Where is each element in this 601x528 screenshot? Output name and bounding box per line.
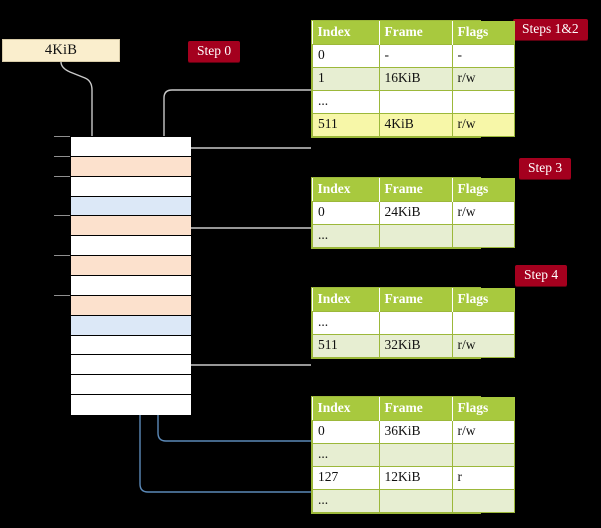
table-header-index: Index [312,178,380,202]
table-cell-index: 0 [312,420,380,445]
table-header-flags: Flags [452,178,515,202]
memory-frame-row [71,216,191,237]
table-row: ... [312,224,515,248]
table-cell-flags: r/w [451,420,515,445]
table-cell-flags [451,488,515,513]
memory-frame-row [71,375,191,396]
memory-row-tick [54,215,70,217]
table-cell-frame [378,443,453,467]
memory-frame-row [71,156,191,177]
memory-row-tick [54,255,70,257]
table-cell-frame: 32KiB [378,334,453,358]
memory-frame-row [71,256,191,276]
table-cell-index: ... [312,311,380,336]
memory-frame-row [71,315,191,336]
wire-step3 [177,227,311,266]
table-cell-frame: 4KiB [378,112,453,137]
memory-frame-row [71,276,191,296]
memory-row-tick [54,155,70,157]
table-cell-frame [378,89,453,114]
badge-step-3: Step 3 [519,158,572,179]
table-header-flags: Flags [452,21,515,45]
memory-column [70,136,191,415]
memory-row-tick [54,136,70,137]
wire-steps12-b [173,147,311,189]
table-row: ... [312,89,515,114]
table-cell-index: 0 [312,201,380,226]
badge-step-0: Step 0 [188,41,241,62]
table-header-flags: Flags [452,397,515,421]
table-header-frame: Frame [379,178,453,202]
memory-row-tick [54,294,70,296]
table-header-index: Index [312,288,380,312]
table-row: 0-- [312,44,515,69]
table-cell-flags: r [451,465,515,490]
table-row: ... [312,311,515,336]
table-cell-flags: r/w [451,112,515,137]
memory-frame-row [71,196,191,217]
table-cell-frame: 16KiB [378,67,453,91]
badge-steps-1-2: Steps 1&2 [513,19,588,40]
table-cell-frame: 12KiB [378,465,453,490]
table-cell-flags: - [451,44,515,69]
table-cell-frame: 36KiB [378,420,453,445]
table-row: ... [312,443,515,467]
memory-frame-row [71,335,191,356]
memory-frame-row [71,295,191,316]
table-cell-index: ... [312,224,380,248]
badge-step-4: Step 4 [515,265,568,286]
table-cell-frame [378,224,453,248]
memory-frame-row [71,236,191,257]
table-cell-flags [451,443,515,467]
table-cell-index: 511 [312,334,380,358]
table-header-frame: Frame [379,397,453,421]
table-header-flags: Flags [452,288,515,312]
table-cell-index: 1 [312,67,380,91]
table-cell-flags [451,311,515,336]
table-row: ... [312,488,515,513]
table-cell-index: ... [312,443,380,467]
table-cell-index: 127 [312,465,380,490]
table-cell-flags: r/w [451,334,515,358]
memory-frame-row [71,137,191,157]
source-size-box: 4KiB [2,39,120,62]
wire-step0 [60,61,99,150]
table-cell-flags [451,224,515,248]
memory-row-tick [54,175,70,177]
source-size-label: 4KiB [44,42,78,58]
table-header-index: Index [312,397,380,421]
table-cell-index: 0 [312,44,380,69]
table-cell-flags: r/w [451,67,515,91]
table-header-frame: Frame [379,288,453,312]
table-cell-frame [378,488,453,513]
table-cell-index: ... [312,488,380,513]
table-cell-flags [451,89,515,114]
table-cell-frame: - [378,44,453,69]
memory-frame-row [71,395,191,415]
table-cell-frame: 24KiB [378,201,453,226]
table-cell-index: ... [312,89,380,114]
table-cell-flags: r/w [451,201,515,226]
table-cell-index: 511 [312,112,380,137]
table-header-frame: Frame [379,21,453,45]
memory-frame-row [71,176,191,197]
memory-frame-row [71,355,191,376]
table-header-index: Index [312,21,380,45]
table-cell-frame [378,311,453,336]
